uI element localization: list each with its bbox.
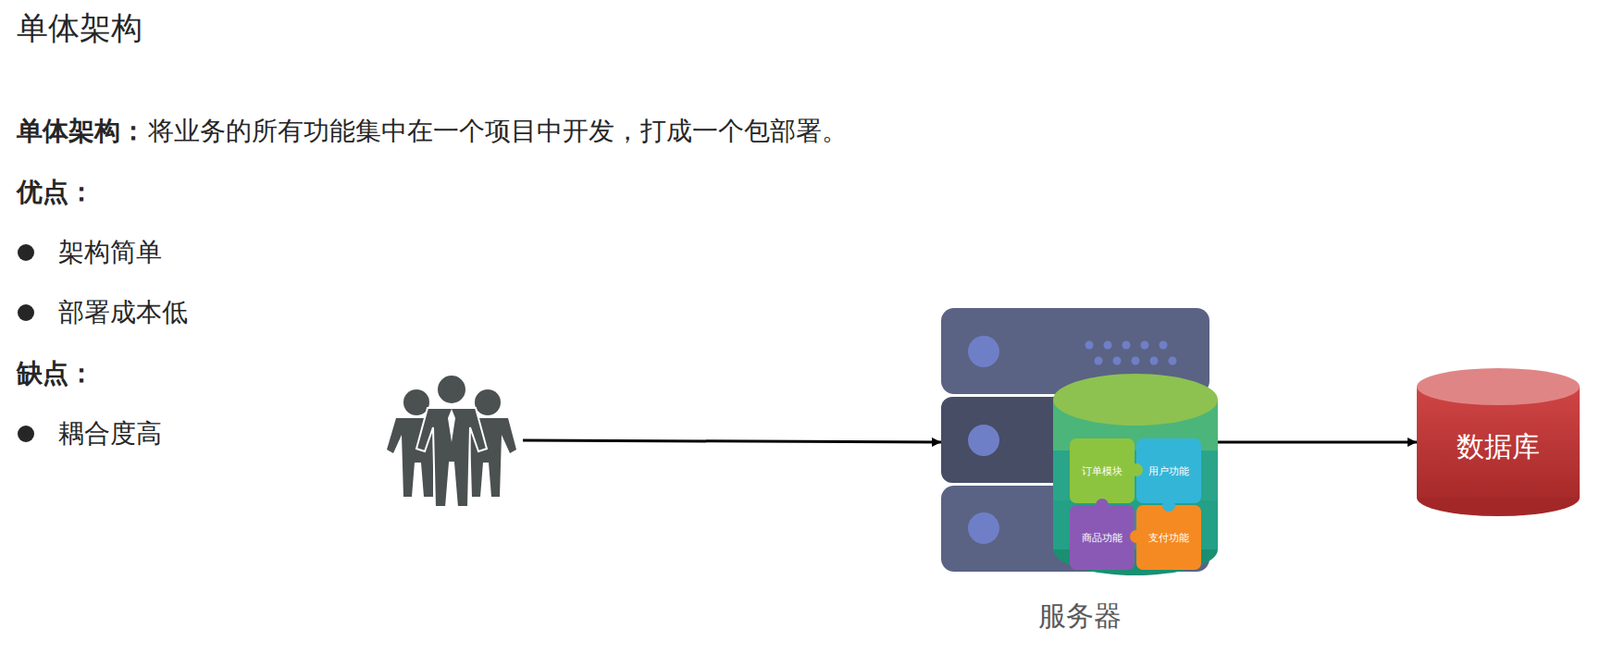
rack-dot	[1113, 357, 1122, 366]
rack-dot	[1103, 341, 1113, 350]
user-module: 用户功能	[1136, 438, 1202, 504]
rack-dot	[1094, 357, 1104, 366]
database-node: 数据库	[1416, 369, 1580, 516]
rack-dot	[1141, 341, 1150, 350]
database-cylinder	[1416, 368, 1580, 517]
bullet-dots	[17, 244, 35, 443]
module-label: 支付功能	[1148, 531, 1190, 546]
module-label: 用户功能	[1148, 464, 1190, 479]
node-label: 数据库	[1456, 428, 1540, 467]
rack-dot	[1122, 341, 1131, 350]
section-heading: 缺点：	[16, 357, 95, 391]
order-module: 订单模块	[1069, 438, 1135, 504]
bullet-item: 架构简单	[58, 235, 162, 270]
payment-module: 支付功能	[1136, 505, 1202, 571]
page-title: 单体架构	[16, 7, 143, 49]
bullet-item: 部署成本低	[58, 296, 188, 330]
bullet-item: 耦合度高	[58, 417, 162, 451]
server-node: 服务器 订单模块 用户功能商品功能 支付功能	[941, 308, 1218, 634]
flow-arrow	[1217, 441, 1417, 445]
module-label: 商品功能	[1081, 531, 1123, 546]
app-cylinder	[1053, 373, 1218, 576]
server-rack	[941, 308, 1210, 572]
rack-dot	[1150, 357, 1159, 366]
users-icon	[386, 374, 517, 508]
rack-dot	[1131, 357, 1141, 366]
rack-dot	[1159, 341, 1168, 350]
rack-dot	[1168, 357, 1178, 366]
product-module: 商品功能	[1069, 505, 1135, 571]
request-arrow	[522, 440, 942, 443]
node-label: 服务器	[941, 598, 1218, 634]
definition-text: 将业务的所有功能集中在一个项目中开发，打成一个包部署。	[148, 114, 848, 149]
section-heading: 优点：	[16, 175, 95, 210]
module-label: 订单模块	[1081, 464, 1123, 479]
rack-dot	[1085, 341, 1094, 350]
definition-term: 单体架构：	[16, 114, 147, 149]
